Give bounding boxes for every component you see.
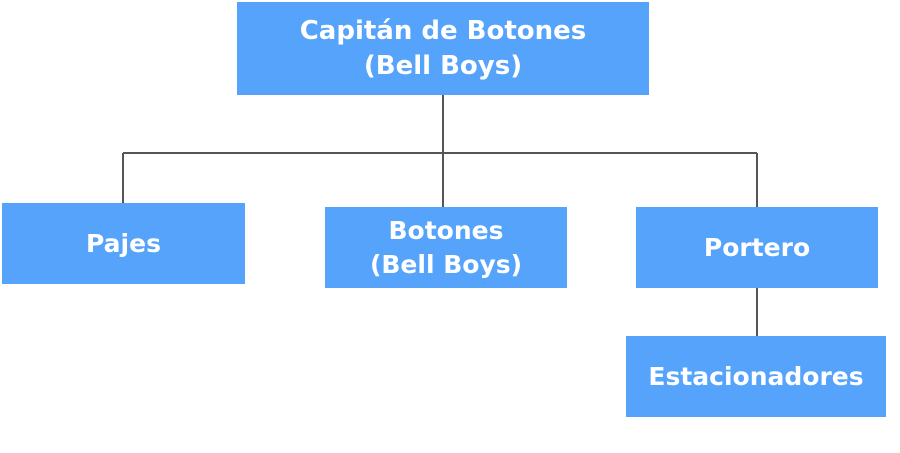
node-subtitle: (Bell Boys) (369, 249, 523, 279)
node-title: Capitán de Botones (299, 15, 587, 46)
node-capitan-de-botones: Capitán de Botones (Bell Boys) (237, 2, 649, 95)
node-title: Botones (388, 215, 504, 245)
node-title: Estacionadores (648, 361, 864, 391)
node-title: Pajes (86, 228, 161, 258)
node-portero: Portero (636, 207, 878, 288)
node-subtitle: (Bell Boys) (363, 50, 523, 81)
node-estacionadores: Estacionadores (626, 336, 886, 417)
node-botones: Botones (Bell Boys) (325, 207, 567, 288)
node-pajes: Pajes (2, 203, 245, 284)
node-title: Portero (703, 232, 811, 262)
